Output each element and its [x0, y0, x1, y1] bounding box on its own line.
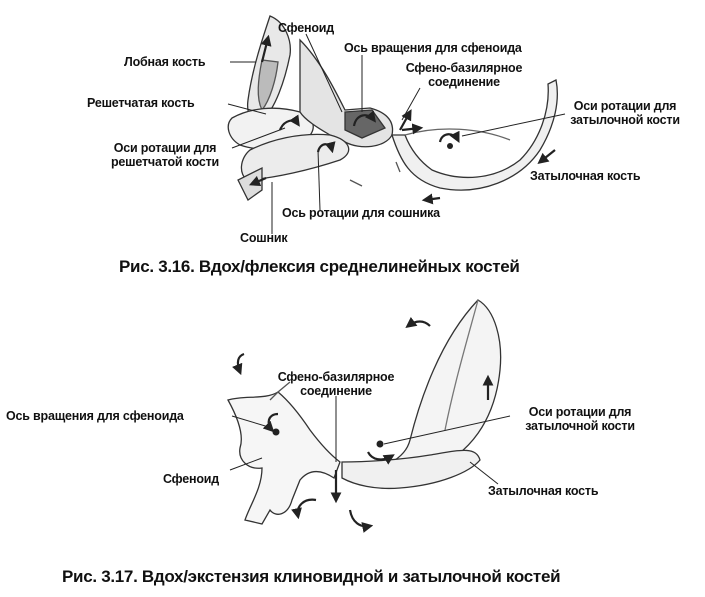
- label-occipital-axes-f2-line1: Оси ротации для: [528, 405, 632, 419]
- label-sb-junction-f2-line1: Сфено-базилярное: [277, 370, 395, 384]
- sphenoid-rotation-arrow-2: [262, 412, 279, 433]
- label-ethmoid-axes: Оси ротации для решетчатой кости: [100, 141, 230, 169]
- vomer-rotation-arrow: [316, 141, 336, 154]
- lower-right-arrow: [348, 509, 374, 533]
- figure1-arrows: [248, 34, 556, 205]
- label-sb-junction-f1: Сфено-базилярное соединение: [394, 61, 534, 89]
- lower-left-arrow: [291, 498, 317, 520]
- sb-junction-arrow: [399, 109, 412, 131]
- label-occipital-axes-f2: Оси ротации для затылочной кости: [510, 405, 650, 433]
- vomer-base-arrow: [248, 175, 267, 187]
- occipital-bone-shape: [391, 79, 558, 191]
- sb-junction-arrow-2: [401, 123, 424, 135]
- label-ethmoid-bone: Решетчатая кость: [87, 96, 195, 110]
- occipital-rotation-arrow: [438, 130, 460, 143]
- label-vomer: Сошник: [240, 231, 288, 245]
- occipital-rotation-arrow-2: [367, 451, 395, 465]
- label-occipital-bone-f2: Затылочная кость: [488, 484, 599, 498]
- occipital-base-arrow: [421, 193, 441, 205]
- figure1-leaders: [227, 33, 566, 234]
- sphenoid-outline-shape: [227, 391, 341, 525]
- top-right-arrow: [405, 316, 431, 328]
- label-occipital-axes-f2-line2: затылочной кости: [525, 419, 635, 433]
- label-occipital-bone-f1: Затылочная кость: [530, 169, 641, 183]
- label-sphenoid-f1: Сфеноид: [278, 21, 334, 35]
- label-ethmoid-axes-line2: решетчатой кости: [111, 155, 219, 169]
- label-sb-junction-f1-line2: соединение: [428, 75, 500, 89]
- occipital-axis-dot: [447, 143, 453, 149]
- figure2-arrows: [232, 316, 494, 533]
- label-frontal-bone: Лобная кость: [124, 55, 206, 69]
- figure2-leaders: [229, 396, 511, 485]
- label-occipital-axes-f1-line1: Оси ротации для: [573, 99, 677, 113]
- label-sphenoid-axis-f1: Ось вращения для сфеноида: [344, 41, 522, 55]
- label-occipital-axes-f1: Оси ротации для затылочной кости: [560, 99, 690, 127]
- label-sb-junction-f2-line2: соединение: [300, 384, 372, 398]
- label-ethmoid-axes-line1: Оси ротации для: [113, 141, 217, 155]
- top-left-arrow: [232, 352, 245, 376]
- label-sphenoid-f2: Сфеноид: [163, 472, 219, 486]
- occipital-axis-dot-2: [376, 440, 384, 448]
- figure2-caption: Рис. 3.17. Вдох/экстензия клиновидной и …: [62, 567, 561, 586]
- label-sb-junction-f2: Сфено-базилярное соединение: [266, 370, 406, 398]
- label-sb-junction-f1-line1: Сфено-базилярное: [405, 61, 523, 75]
- sphenoid-axis-dot: [272, 428, 280, 436]
- figure1-caption: Рис. 3.16. Вдох/флексия среднелинейных к…: [119, 257, 520, 276]
- figure2-illustration: [227, 299, 502, 525]
- ethmoid-rotation-arrow: [278, 114, 300, 131]
- label-vomer-axis: Ось ротации для сошника: [282, 206, 440, 220]
- sphenoid-rotation-arrow: [352, 110, 376, 127]
- occipital-arrow: [537, 149, 556, 165]
- label-sphenoid-axis-f2: Ось вращения для сфеноида: [6, 409, 184, 423]
- label-occipital-axes-f1-line2: затылочной кости: [570, 113, 680, 127]
- basilar-part-shape: [341, 449, 481, 490]
- frontal-arrow: [260, 34, 272, 63]
